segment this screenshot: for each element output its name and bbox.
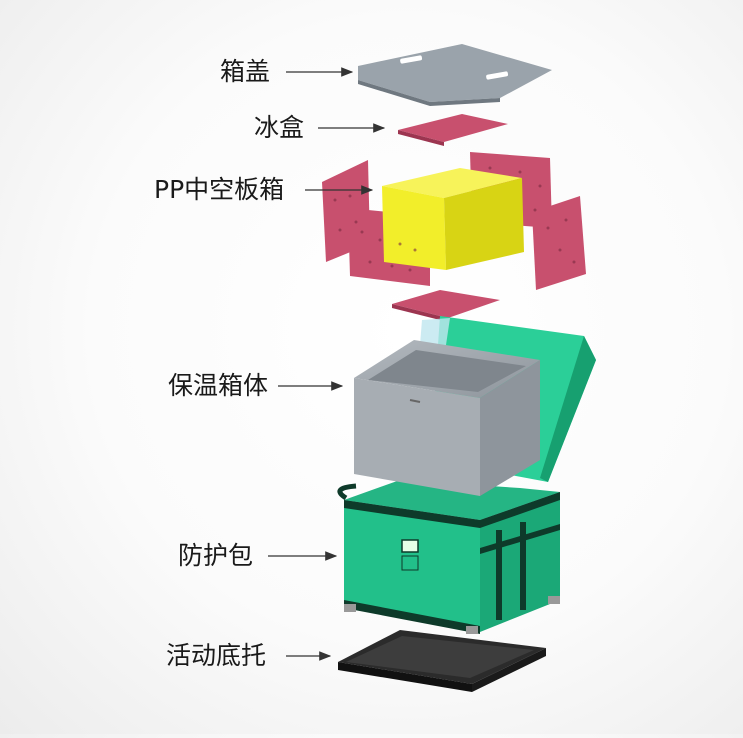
pallet-part xyxy=(338,630,546,692)
callout-arrows xyxy=(268,67,386,661)
pp-box-part xyxy=(322,152,586,322)
lid-part xyxy=(358,44,552,106)
label-insulated-body: 保温箱体 xyxy=(168,371,269,400)
label-lid: 箱盖 xyxy=(220,57,271,86)
ice-box-part xyxy=(398,114,508,146)
label-protective-bag: 防护包 xyxy=(178,541,254,570)
label-ice-box: 冰盒 xyxy=(254,113,305,142)
label-pp-box: PP中空板箱 xyxy=(154,175,285,204)
insulated-body-part xyxy=(354,340,540,496)
label-pallet: 活动底托 xyxy=(166,641,267,670)
